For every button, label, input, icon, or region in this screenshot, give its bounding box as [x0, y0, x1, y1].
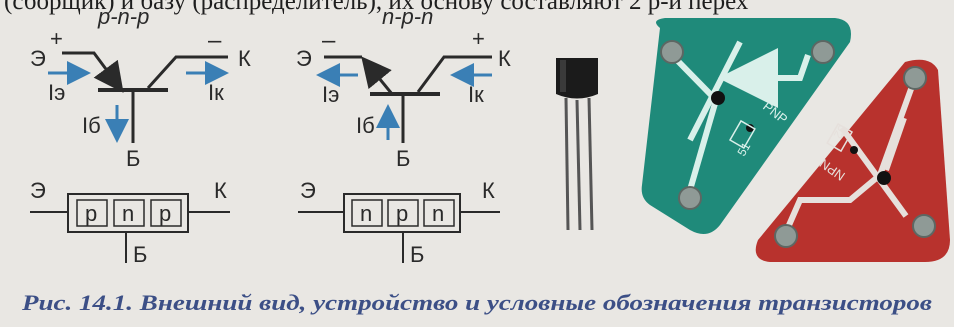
npn-base-label: Б — [396, 146, 410, 171]
npn-structure: Э К n p n Б — [298, 178, 500, 267]
pnp-current-k-label: Iк — [208, 80, 224, 105]
npn-collector-lead — [416, 55, 492, 93]
pnp-structure-base: Б — [133, 242, 147, 267]
npn-layer-2-label: p — [396, 201, 408, 226]
pnp-structure-box — [67, 193, 189, 233]
npn-emitter-label: Э — [296, 46, 312, 71]
npn-layer-3-label: n — [432, 201, 444, 226]
npn-collector-label: К — [498, 46, 511, 71]
npn-screw-2 — [774, 224, 798, 248]
pnp-title: p-n-p — [97, 4, 149, 29]
pnp-structure-collector: К — [214, 178, 227, 203]
npn-current-b-label: Iб — [356, 113, 375, 138]
pnp-module-number: 51 — [734, 140, 753, 159]
transistor-package-image — [556, 58, 598, 231]
npn-collector-sign: + — [472, 26, 485, 51]
npn-layer-1-label: n — [360, 201, 372, 226]
npn-module-number: 52 — [831, 123, 850, 142]
npn-layer-1 — [351, 199, 383, 227]
npn-current-e-label: Iэ — [322, 82, 339, 107]
npn-structure-collector: К — [482, 178, 495, 203]
figure-caption: Рис. 14.1. Внешний вид, устройство и усл… — [21, 290, 932, 315]
npn-screw-3 — [912, 214, 936, 238]
pnp-screw-2 — [811, 40, 835, 64]
npn-emitter-arrow — [361, 56, 394, 95]
npn-board-trace-collector — [877, 76, 918, 177]
pnp-layer-3 — [150, 199, 182, 227]
npn-board-trace-base — [839, 126, 909, 218]
npn-layer-2 — [387, 199, 419, 227]
pnp-emitter-sign: + — [50, 26, 63, 51]
pnp-layer-2 — [113, 199, 145, 227]
pnp-collector-sign: – — [208, 27, 222, 54]
transistor-lead-2 — [575, 99, 582, 231]
npn-board-arrow — [883, 117, 907, 171]
pnp-structure-emitter: Э — [30, 178, 46, 203]
pnp-layer-1-label: p — [85, 201, 97, 226]
pnp-current-e-label: Iэ — [48, 80, 65, 105]
npn-symbol: n-p-n Э – + К Б Iэ Iк Iб — [296, 4, 511, 171]
pnp-layer-2-label: n — [122, 201, 134, 226]
pnp-structure: Э К p n p Б — [30, 178, 230, 267]
pnp-emitter-label: Э — [30, 46, 46, 71]
npn-emitter-sign: – — [322, 27, 336, 54]
pnp-board-trace-collector-a — [669, 52, 719, 103]
pnp-current-b-label: Iб — [82, 113, 101, 138]
pnp-module-number-box — [728, 119, 756, 150]
npn-layer-3 — [423, 199, 455, 227]
npn-structure-base: Б — [410, 242, 424, 267]
npn-small-hole — [850, 146, 858, 154]
pnp-screw-1 — [660, 40, 684, 64]
npn-board-trace-emitter — [783, 172, 882, 234]
npn-module-number-box — [826, 122, 854, 153]
pnp-base-label: Б — [126, 146, 140, 171]
npn-module-image: NPN 52 — [755, 59, 950, 262]
npn-title: n-p-n — [382, 4, 433, 29]
pnp-transistor-hole — [711, 91, 725, 105]
transistor-body-highlight — [560, 60, 566, 92]
pnp-symbol: p-n-p Э + – К Б Iэ Iк Iб — [30, 4, 251, 171]
transistor-body — [556, 58, 598, 99]
pnp-layer-3-label: p — [159, 201, 171, 226]
pnp-board-trace-base — [687, 40, 743, 142]
npn-current-k-label: Iк — [468, 82, 484, 107]
pnp-screw-3 — [678, 186, 702, 210]
pnp-collector-label: К — [238, 46, 251, 71]
npn-transistor-hole — [877, 171, 891, 185]
npn-structure-emitter: Э — [300, 178, 316, 203]
pnp-board-trace-collector-b — [687, 99, 719, 191]
transistor-lead-3 — [587, 97, 594, 231]
pnp-emitter-lead — [62, 51, 124, 93]
transistor-lead-1 — [564, 97, 570, 231]
npn-screw-1 — [903, 66, 927, 90]
pnp-module-image: PNP 51 — [641, 18, 851, 234]
top-text-fragment: (сборщик) и базу (распределитель), их ос… — [4, 0, 749, 15]
pnp-small-hole — [746, 124, 754, 132]
pnp-layer-1 — [76, 199, 108, 227]
pnp-board-trace-emitter — [718, 48, 811, 108]
pnp-collector-lead — [146, 55, 228, 90]
